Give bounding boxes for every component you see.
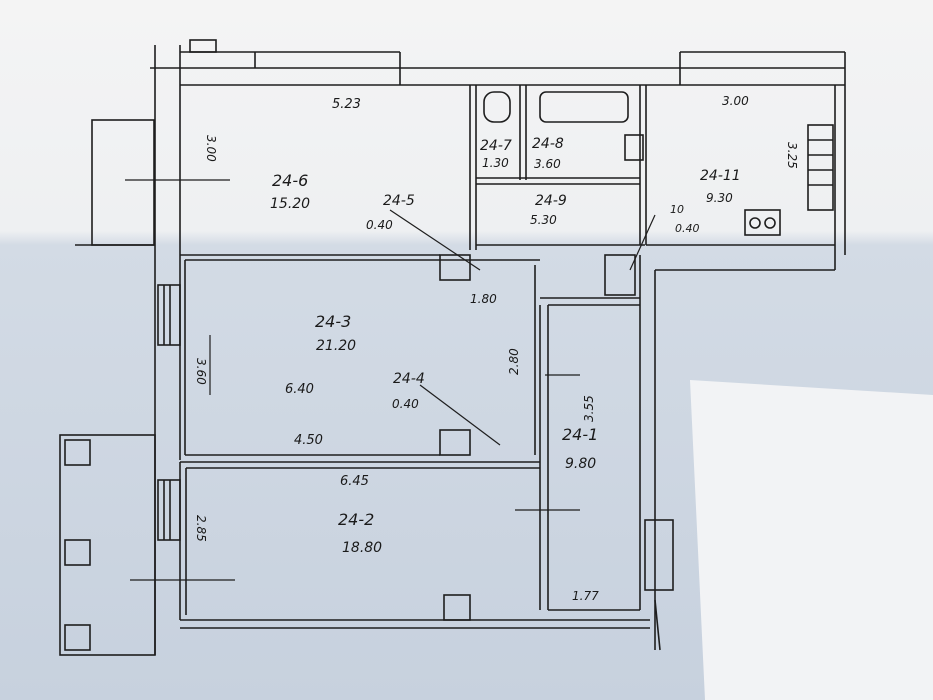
- dimension-label: 3.00: [204, 135, 218, 162]
- room-area: 0.40: [675, 222, 700, 235]
- paper-sheet-corner: [690, 380, 933, 700]
- dimension-label: 4.50: [294, 433, 323, 448]
- room-area: 0.40: [366, 218, 393, 232]
- room-label: 24-6: [272, 171, 308, 190]
- room-label: 24-3: [315, 312, 351, 331]
- dimension-label: 3.55: [582, 395, 596, 422]
- room-label: 24-5: [383, 193, 415, 209]
- dimension-label: 2.85: [194, 515, 208, 542]
- room-label: 24-1: [562, 425, 598, 444]
- room-area: 9.80: [565, 456, 596, 472]
- room-label: 24-9: [535, 193, 567, 209]
- room-area: 15.20: [270, 196, 310, 212]
- dimension-label: 3.25: [785, 142, 799, 169]
- leader-lines: [125, 179, 656, 581]
- dimension-label: 1.80: [470, 292, 497, 306]
- room-label: 24-4: [393, 371, 425, 387]
- dimension-label: 1.77: [572, 589, 599, 603]
- dimension-label: 6.45: [340, 474, 369, 489]
- dimension-label: 3.60: [194, 358, 208, 385]
- room-area: 18.80: [342, 540, 382, 556]
- room-label: 24-2: [338, 510, 374, 529]
- dimension-label: 5.23: [332, 97, 361, 112]
- room-label: 10: [670, 203, 684, 216]
- room-area: 21.20: [316, 338, 356, 354]
- dimension-label: 2.80: [507, 348, 521, 375]
- wall-lines: [59, 39, 846, 656]
- room-area: 1.30: [482, 156, 509, 170]
- room-area: 0.40: [392, 397, 419, 411]
- room-labels: 24-6 15.20 24-5 0.40 24-7 1.30 24-8 3.60…: [270, 136, 741, 556]
- room-label: 24-8: [532, 136, 564, 152]
- dimension-label: 6.40: [285, 382, 314, 397]
- room-label: 24-11: [700, 168, 741, 184]
- room-area: 5.30: [530, 213, 557, 227]
- dimension-label: 3.00: [722, 94, 749, 108]
- room-label: 24-7: [480, 138, 512, 154]
- room-area: 3.60: [534, 157, 561, 171]
- dimension-labels: 5.23 3.00 3.00 3.25 1.80 2.80 3.60 6.40 …: [194, 94, 799, 603]
- room-area: 9.30: [706, 191, 733, 205]
